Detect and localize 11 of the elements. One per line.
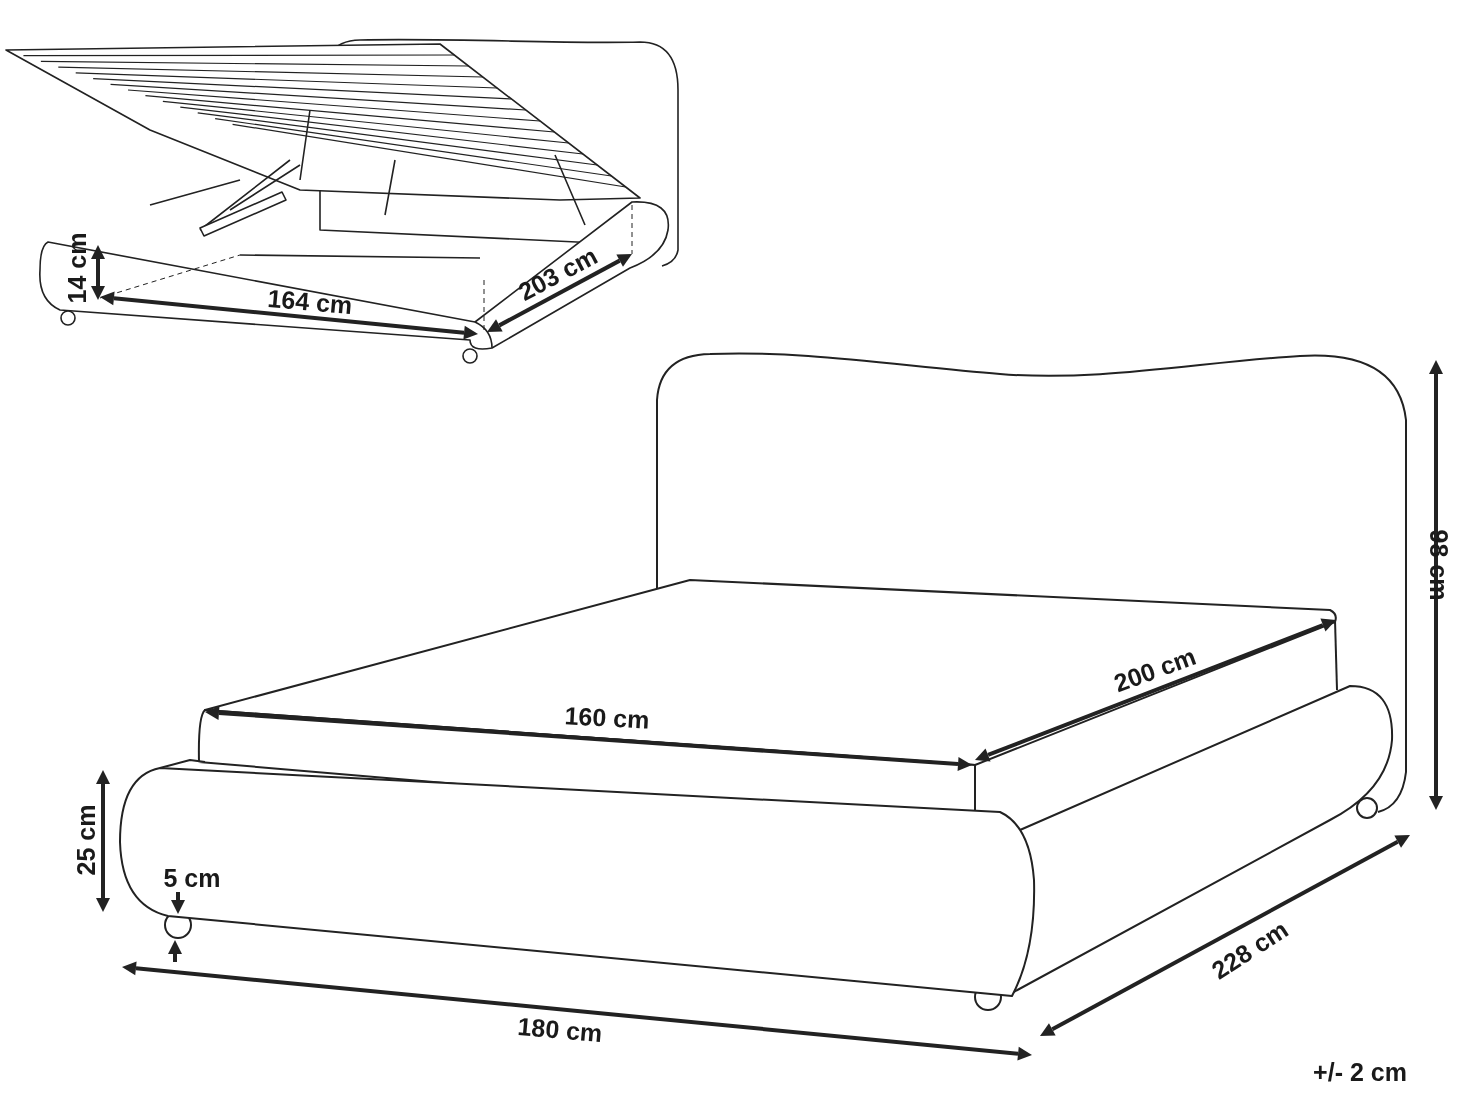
dimension-label: 5 cm: [163, 865, 221, 891]
dimension-label: 98 cm: [1425, 529, 1451, 601]
dimension-label: 160 cm: [564, 703, 650, 733]
dimension-label: 180 cm: [516, 1013, 604, 1047]
dimension-label: 203 cm: [514, 243, 602, 305]
dimension-label: 164 cm: [266, 285, 354, 319]
dimension-label: 25 cm: [73, 804, 99, 876]
dimension-label: 200 cm: [1110, 643, 1200, 697]
dimension-label: 228 cm: [1207, 916, 1293, 984]
dimension-label: 14 cm: [64, 232, 90, 304]
dimension-label: +/- 2 cm: [1313, 1059, 1407, 1085]
